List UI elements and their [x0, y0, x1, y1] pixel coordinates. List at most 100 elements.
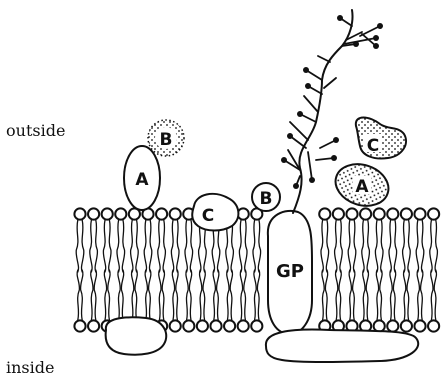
protein-c-right-label: C — [367, 136, 379, 156]
lipid-tail — [363, 270, 365, 320]
lipid-tail — [380, 270, 382, 320]
lipid-tail — [81, 270, 83, 320]
glycoprotein-gp: GP — [268, 211, 312, 334]
lipid-head — [360, 208, 371, 219]
lipid-head — [319, 208, 330, 219]
lipid-head — [401, 320, 412, 331]
protein-a-right: A — [330, 158, 394, 213]
protein-a-left-label: A — [135, 170, 149, 190]
lipid-tail — [163, 220, 165, 272]
lipid-tail — [349, 270, 351, 320]
sugar-knob — [331, 155, 337, 161]
sugar-knob — [377, 23, 383, 29]
lipid-head — [401, 208, 412, 219]
lipid-head — [414, 208, 425, 219]
lipid-tail — [408, 220, 410, 272]
lipid-tail — [131, 270, 133, 320]
lipid-tail — [108, 270, 110, 320]
lipid-tail — [366, 270, 368, 320]
lipid-head — [102, 208, 113, 219]
lipid-tail — [230, 270, 232, 320]
lipid-tail — [340, 220, 342, 272]
lipid-tail — [321, 220, 323, 272]
lipid-tail — [393, 270, 395, 320]
lipid-head — [238, 320, 249, 331]
lipid-tail — [389, 220, 391, 272]
lipid-tail — [353, 220, 355, 272]
lipid-head — [183, 320, 194, 331]
lipid-tail — [339, 270, 341, 320]
lipid-head — [210, 320, 221, 331]
lipid-tail — [421, 220, 423, 272]
lipid-tail — [171, 220, 173, 272]
lipid-tail — [258, 220, 260, 272]
lipid-tails — [76, 220, 437, 320]
lipid-tail — [434, 270, 436, 320]
lipid-tail — [95, 220, 97, 272]
lipid-tail — [244, 270, 246, 320]
lipid-head — [374, 320, 385, 331]
lipid-tail — [335, 220, 337, 272]
lipid-tail — [245, 220, 247, 272]
lipid-tail — [240, 270, 242, 320]
gp-label: GP — [276, 261, 304, 282]
protein-b-top: B — [148, 120, 184, 156]
lipid-tail — [253, 220, 255, 272]
lipid-tail — [94, 270, 96, 320]
lipid-heads-outer — [74, 208, 439, 219]
protein-b-mid-label: B — [260, 189, 273, 209]
lipid-tail — [103, 220, 105, 272]
lipid-tail — [145, 270, 147, 320]
lipid-tail — [76, 220, 78, 272]
protein-c-right: C — [356, 118, 406, 159]
lipid-head — [387, 208, 398, 219]
lipid-tail — [417, 270, 419, 320]
lipid-tail — [213, 270, 215, 320]
lipid-head — [374, 208, 385, 219]
lipid-tail — [81, 220, 83, 272]
lipid-tail — [421, 270, 423, 320]
lipid-tail — [199, 270, 201, 320]
inside-label: inside — [6, 358, 54, 377]
outside-label: outside — [6, 121, 65, 140]
sugar-knob — [293, 183, 299, 189]
lipid-tail — [254, 270, 256, 320]
lipid-head — [156, 208, 167, 219]
lipid-head — [428, 320, 439, 331]
lipid-tail — [131, 220, 133, 272]
lipid-tail — [122, 220, 124, 272]
lipid-head — [224, 320, 235, 331]
lipid-head — [333, 208, 344, 219]
lipid-tail — [144, 220, 146, 272]
lipid-tail — [231, 220, 233, 272]
lipid-tail — [104, 270, 106, 320]
lipid-head — [197, 320, 208, 331]
lipid-tail — [135, 270, 137, 320]
lipid-tail — [227, 270, 229, 320]
lipid-tail — [90, 220, 92, 272]
lipid-tail — [326, 220, 328, 272]
sugar-knob — [337, 15, 343, 21]
lipid-tail — [117, 220, 119, 272]
lipid-head — [251, 320, 262, 331]
lipid-tail — [322, 270, 324, 320]
protein-a-right-label: A — [355, 177, 369, 197]
lipid-tail — [390, 270, 392, 320]
lipid-tail — [407, 270, 409, 320]
sugar-knob — [373, 43, 379, 49]
lipid-tail — [376, 270, 378, 320]
protein-b-top-label: B — [160, 130, 173, 150]
lipid-tail — [91, 270, 93, 320]
lipid-tail — [189, 270, 191, 320]
lipid-tail — [325, 270, 327, 320]
lipid-tail — [149, 220, 151, 272]
lipid-tail — [136, 220, 138, 272]
lipid-tail — [353, 270, 355, 320]
lipid-tail — [416, 220, 418, 272]
lipid-tail — [217, 270, 219, 320]
lipid-tail — [335, 270, 337, 320]
lipid-head — [170, 208, 181, 219]
sugar-branch — [304, 96, 318, 112]
inner-peripheral-protein-large — [266, 330, 418, 362]
lipid-tail — [185, 220, 187, 272]
